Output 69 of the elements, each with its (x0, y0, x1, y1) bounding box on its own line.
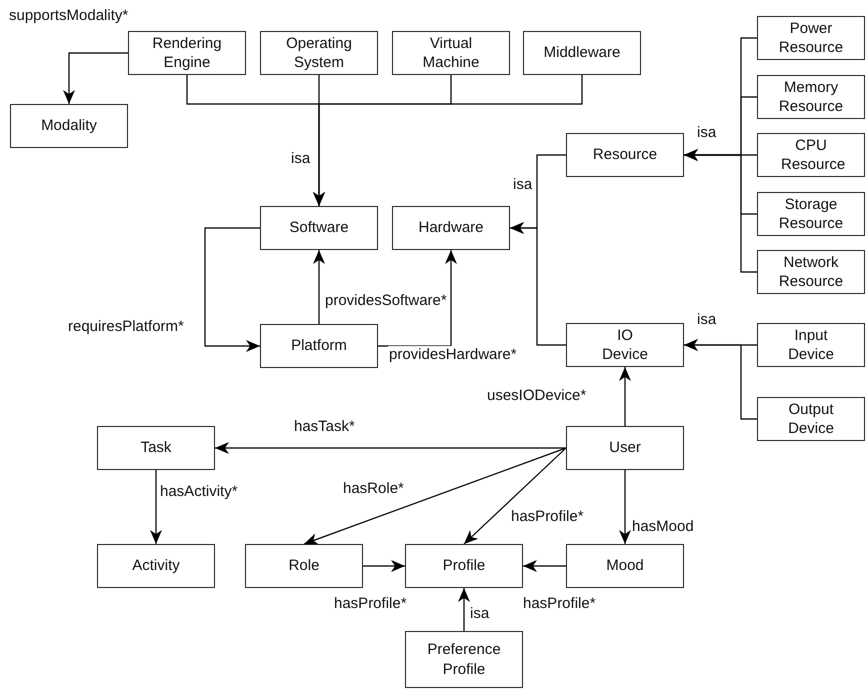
class-box (405, 544, 523, 588)
class-box (566, 544, 684, 588)
class-box (757, 75, 865, 119)
class-name: IO Device (601, 326, 649, 364)
class-box (757, 250, 865, 294)
class-box (97, 426, 215, 470)
class-box (260, 324, 378, 368)
class-box (757, 397, 865, 441)
arrow (464, 448, 566, 544)
class-box (260, 206, 378, 250)
edge-label: hasActivity* (159, 483, 239, 500)
class-box (523, 31, 641, 75)
arrow (510, 222, 566, 346)
arrow (619, 470, 631, 544)
class-name: Hardware (418, 218, 484, 238)
arrow (304, 447, 566, 545)
class-name: Profile (442, 556, 486, 576)
class-box (566, 133, 684, 177)
class-box (566, 323, 684, 367)
arrow (684, 339, 757, 420)
edge-label: supportsModality* (8, 7, 130, 24)
class-name: Activity (132, 556, 180, 576)
class-box (10, 104, 128, 148)
class-box (405, 631, 523, 688)
class-name: Modality (41, 116, 97, 136)
class-box (757, 323, 865, 367)
arrow (215, 442, 566, 454)
class-box (392, 31, 510, 75)
edge-label: requiresPlatform* (67, 318, 185, 336)
class-name: Preference Profile (426, 640, 502, 679)
arrow (313, 75, 583, 206)
arrow (204, 227, 260, 352)
class-box (392, 206, 510, 250)
arrow (150, 470, 162, 544)
class-box (757, 192, 865, 236)
class-box (260, 31, 378, 75)
class-name: Storage Resource (778, 194, 844, 234)
class-name: User (609, 438, 641, 458)
edge-label: providesSoftware* (324, 292, 448, 310)
class-name: Input Device (787, 326, 835, 364)
arrow (378, 250, 457, 347)
class-name: Task (140, 438, 172, 458)
class-name: Memory Resource (778, 78, 844, 116)
arrow (619, 367, 631, 426)
class-name: Power Resource (778, 18, 844, 58)
arrow (458, 588, 470, 631)
class-box (128, 31, 246, 75)
class-name: Rendering Engine (151, 34, 223, 72)
class-name: Mood (606, 556, 644, 576)
arrow (363, 560, 405, 572)
class-name: Network Resource (778, 252, 844, 292)
class-name: Platform (291, 336, 347, 356)
class-name: Output Device (787, 400, 835, 438)
class-box (566, 426, 684, 470)
class-box (757, 133, 865, 177)
class-box (757, 16, 865, 60)
class-name: Software (289, 218, 349, 238)
class-name: Resource (592, 145, 658, 165)
arrow (523, 560, 566, 572)
class-box (245, 544, 363, 588)
class-name: Virtual Machine (422, 34, 480, 72)
arrow (313, 250, 325, 324)
class-name: Role (288, 556, 320, 576)
arrow (63, 52, 128, 104)
edge-label: providesHardware* (388, 346, 518, 364)
class-name: Operating System (285, 34, 353, 72)
arrow (684, 149, 757, 273)
class-name: Middleware (544, 43, 620, 63)
class-box (97, 544, 215, 588)
